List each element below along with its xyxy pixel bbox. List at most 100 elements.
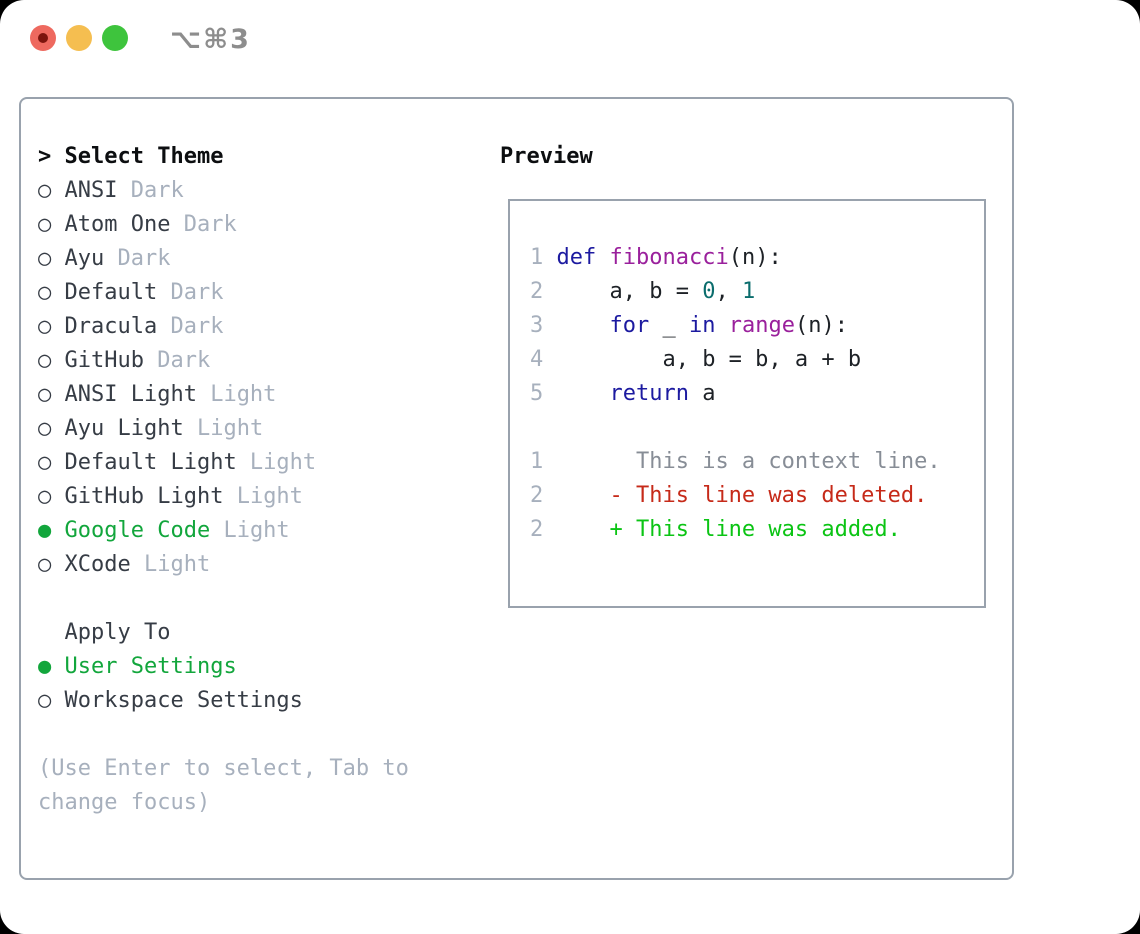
- diff-line-2: 2 - This line was deleted.: [530, 479, 941, 513]
- theme-name: Default Light: [64, 450, 237, 475]
- theme-variant-label: Dark: [104, 246, 171, 271]
- theme-name: GitHub Light: [64, 484, 224, 509]
- token-number: 1: [741, 279, 756, 304]
- theme-option-ansi-light-light[interactable]: ○ ANSI Light Light: [38, 378, 409, 412]
- theme-name: Dracula: [64, 314, 158, 339]
- theme-variant-label: Dark: [157, 314, 224, 339]
- radio-unselected-icon: ○: [38, 212, 65, 237]
- theme-option-github-dark[interactable]: ○ GitHub Dark: [38, 344, 409, 378]
- window-shortcut-label: ⌥⌘3: [170, 24, 251, 55]
- theme-variant-label: Light: [130, 552, 211, 577]
- line-number: 4: [530, 347, 557, 372]
- code-line-4: 4 a, b = b, a + b: [530, 343, 941, 377]
- radio-unselected-icon: ○: [38, 246, 65, 271]
- theme-option-default-light-light[interactable]: ○ Default Light Light: [38, 446, 409, 480]
- theme-option-xcode-light[interactable]: ○ XCode Light: [38, 548, 409, 582]
- traffic-light-minimize-button[interactable]: [66, 24, 92, 51]
- theme-name: XCode: [64, 552, 131, 577]
- line-number: 1: [530, 449, 557, 474]
- line-number: 2: [530, 279, 557, 304]
- traffic-lights: [30, 24, 138, 55]
- apply-to-header: Apply To: [64, 620, 171, 645]
- radio-selected-icon: ●: [38, 518, 65, 543]
- help-text-line-1: (Use Enter to select, Tab to: [38, 756, 409, 781]
- theme-option-google-code-light[interactable]: ● Google Code Light: [38, 514, 409, 548]
- apply-option-label: Workspace Settings: [64, 688, 303, 713]
- theme-variant-label: Dark: [170, 212, 237, 237]
- radio-unselected-icon: ○: [38, 382, 65, 407]
- theme-option-ayu-light-light[interactable]: ○ Ayu Light Light: [38, 412, 409, 446]
- theme-name: Ayu Light: [64, 416, 184, 441]
- token-plain: [557, 313, 610, 338]
- line-number: 2: [530, 517, 557, 542]
- spacer: [38, 718, 409, 752]
- theme-name: Google Code: [64, 518, 211, 543]
- radio-unselected-icon: ○: [38, 484, 65, 509]
- code-line-5: 5 return a: [530, 377, 941, 411]
- traffic-light-dot: [38, 32, 48, 43]
- code-line-1: 1 def fibonacci(n):: [530, 241, 941, 275]
- diff-line-1: 1 This is a context line.: [530, 445, 941, 479]
- diff-line-3: 2 + This line was added.: [530, 513, 941, 547]
- radio-unselected-icon: ○: [38, 552, 65, 577]
- token-plain: ,: [715, 279, 742, 304]
- apply-option-workspace-settings[interactable]: ○ Workspace Settings: [38, 684, 409, 718]
- apply-to-list: ● User Settings○ Workspace Settings: [38, 650, 409, 718]
- help-text-line-2: change focus): [38, 790, 211, 815]
- traffic-light-zoom-button[interactable]: [102, 24, 128, 51]
- theme-list: ○ ANSI Dark○ Atom One Dark○ Ayu Dark○ De…: [38, 174, 409, 582]
- theme-option-dracula-dark[interactable]: ○ Dracula Dark: [38, 310, 409, 344]
- radio-unselected-icon: ○: [38, 688, 65, 713]
- theme-name: ANSI: [64, 178, 118, 203]
- token-plain: (n):: [794, 313, 848, 338]
- line-number: 5: [530, 381, 557, 406]
- theme-list-column: > Select Theme ○ ANSI Dark○ Atom One Dar…: [38, 140, 409, 820]
- token-keyword: in: [688, 313, 716, 338]
- token-number: 0: [702, 279, 716, 304]
- spacer: [38, 582, 409, 616]
- theme-variant-label: Light: [183, 416, 264, 441]
- token-keyword: return: [609, 381, 689, 406]
- token-context: This is a context line.: [556, 449, 941, 474]
- theme-variant-label: Dark: [157, 280, 224, 305]
- apply-option-user-settings[interactable]: ● User Settings: [38, 650, 409, 684]
- theme-name: ANSI Light: [64, 382, 197, 407]
- theme-picker-window: > Select Theme ○ ANSI Dark○ Atom One Dar…: [19, 97, 1014, 880]
- token-plain: [715, 313, 728, 338]
- radio-unselected-icon: ○: [38, 280, 65, 305]
- token-plain: (n):: [728, 245, 782, 270]
- theme-variant-label: Light: [210, 518, 290, 543]
- theme-option-atom-one-dark[interactable]: ○ Atom One Dark: [38, 208, 409, 242]
- theme-option-ayu-dark[interactable]: ○ Ayu Dark: [38, 242, 409, 276]
- radio-selected-icon: ●: [38, 654, 65, 679]
- radio-unselected-icon: ○: [38, 416, 65, 441]
- theme-option-default-dark[interactable]: ○ Default Dark: [38, 276, 409, 310]
- theme-name: GitHub: [64, 348, 144, 373]
- line-number: 2: [530, 483, 557, 508]
- token-function: fibonacci: [609, 245, 729, 270]
- token-added: + This line was added.: [556, 517, 901, 542]
- token-plain: a, b = b, a + b: [556, 347, 862, 372]
- token-plain: _: [649, 313, 689, 338]
- token-keyword: def: [556, 245, 597, 270]
- theme-option-ansi-dark[interactable]: ○ ANSI Dark: [38, 174, 409, 208]
- token-function: range: [728, 313, 795, 338]
- select-theme-title: Select Theme: [64, 144, 224, 169]
- token-deleted: - This line was deleted.: [556, 483, 928, 508]
- theme-name: Atom One: [64, 212, 171, 237]
- titlebar: ⌥⌘3: [30, 24, 251, 55]
- radio-unselected-icon: ○: [38, 348, 65, 373]
- radio-unselected-icon: ○: [38, 314, 65, 339]
- theme-variant-label: Dark: [143, 348, 211, 373]
- token-plain: a: [688, 381, 716, 406]
- radio-unselected-icon: ○: [38, 178, 65, 203]
- line-number: 3: [530, 313, 557, 338]
- theme-option-github-light-light[interactable]: ○ GitHub Light Light: [38, 480, 409, 514]
- theme-name: Default: [64, 280, 158, 305]
- preview-header: Preview: [500, 144, 593, 169]
- traffic-light-close-button[interactable]: [30, 24, 56, 51]
- code-line-2: 2 a, b = 0, 1: [530, 275, 941, 309]
- line-number: 1: [530, 245, 557, 270]
